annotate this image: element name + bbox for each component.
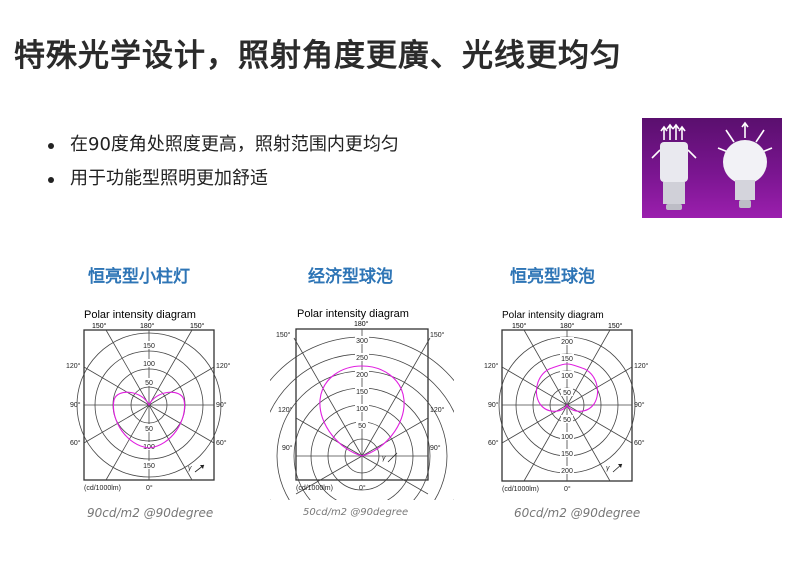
caption: 50cd/m2 @90degree bbox=[303, 507, 409, 518]
ring-label: 250 bbox=[356, 355, 368, 362]
product-photo bbox=[642, 118, 782, 218]
gamma-label: γ bbox=[606, 465, 610, 472]
angle-label: 120° bbox=[484, 362, 499, 370]
angle-label: 0° bbox=[359, 484, 366, 492]
gamma-label: γ bbox=[188, 465, 192, 472]
angle-label: 0° bbox=[564, 485, 571, 493]
angle-label: 150° bbox=[92, 322, 107, 330]
ring-label: 50 bbox=[145, 380, 153, 387]
bulb-globe bbox=[723, 140, 767, 184]
polar-diagram: Polar intensity diagram 150° 180° 150° 2… bbox=[482, 300, 658, 504]
unit-label: (cd/1000lm) bbox=[502, 486, 539, 493]
column-title: 恒亮型球泡 bbox=[510, 267, 595, 287]
column-title: 经济型球泡 bbox=[308, 267, 393, 287]
ring-label: 150 bbox=[356, 389, 368, 396]
ring-label: 300 bbox=[356, 338, 368, 345]
angle-label: 150° bbox=[276, 331, 291, 339]
ring-label: 50 bbox=[145, 426, 153, 433]
column-title: 恒亮型小柱灯 bbox=[88, 267, 190, 287]
angle-label: 150° bbox=[608, 322, 623, 330]
diagram-heading: Polar intensity diagram bbox=[502, 310, 604, 321]
diagram-heading: Polar intensity diagram bbox=[297, 308, 409, 320]
diagram-heading: Polar intensity diagram bbox=[84, 309, 196, 321]
gamma-label: γ bbox=[382, 455, 386, 462]
angle-label: 120° bbox=[66, 362, 81, 370]
bullet-list: 在90度角处照度更高，照射范围内更均匀 用于功能型照明更加舒适 bbox=[48, 128, 399, 196]
ring-label: 150 bbox=[561, 451, 573, 458]
ring-label: 100 bbox=[356, 406, 368, 413]
angle-label: 90° bbox=[282, 444, 293, 452]
intensity-curve bbox=[319, 365, 405, 457]
angle-label: 180° bbox=[560, 322, 575, 330]
polar-diagram: Polar intensity diagram 150° 180° 150° 1… bbox=[62, 300, 238, 504]
ring-label: 150 bbox=[143, 463, 155, 470]
angle-label: 150° bbox=[430, 331, 445, 339]
angle-label: 60° bbox=[70, 439, 81, 447]
caption: 90cd/m2 @90degree bbox=[87, 506, 214, 520]
ring-label: 50 bbox=[563, 390, 571, 397]
ring-label: 100 bbox=[561, 434, 573, 441]
angle-label: 120° bbox=[278, 406, 293, 414]
angle-label: 90° bbox=[70, 401, 81, 409]
bulb-icon bbox=[717, 121, 773, 153]
angle-label: 180° bbox=[140, 322, 155, 330]
angle-label: 120° bbox=[430, 406, 445, 414]
intensity-curve bbox=[112, 391, 186, 449]
ring-label: 200 bbox=[561, 339, 573, 346]
ring-label: 150 bbox=[143, 343, 155, 350]
bulb-icon bbox=[651, 123, 697, 159]
angle-label: 120° bbox=[634, 362, 649, 370]
angle-label: 90° bbox=[216, 401, 227, 409]
caption: 60cd/m2 @90degree bbox=[514, 506, 641, 520]
angle-label: 180° bbox=[354, 320, 369, 328]
ring-label: 150 bbox=[561, 356, 573, 363]
angle-label: 60° bbox=[216, 439, 227, 447]
angle-label: 0° bbox=[146, 484, 153, 492]
angle-label: 150° bbox=[512, 322, 527, 330]
angle-label: 90° bbox=[488, 401, 499, 409]
unit-label: (cd/1000lm) bbox=[296, 485, 333, 492]
angle-label: 60° bbox=[634, 439, 645, 447]
ring-label: 100 bbox=[143, 361, 155, 368]
ring-label: 200 bbox=[561, 468, 573, 475]
ring-label: 50 bbox=[563, 417, 571, 424]
ring-label: 100 bbox=[561, 373, 573, 380]
bullet-item: 在90度角处照度更高，照射范围内更均匀 bbox=[48, 128, 399, 162]
intensity-curve bbox=[535, 363, 599, 412]
angle-label: 150° bbox=[190, 322, 205, 330]
bullet-item: 用于功能型照明更加舒适 bbox=[48, 162, 399, 196]
polar-diagram: Polar intensity diagram 180° 300 250 200… bbox=[242, 300, 482, 576]
angle-label: 90° bbox=[634, 401, 645, 409]
bulb-body bbox=[660, 142, 688, 182]
ring-label: 50 bbox=[358, 423, 366, 430]
ring-label: 200 bbox=[356, 372, 368, 379]
angle-label: 90° bbox=[430, 444, 441, 452]
slide-title: 特殊光学设计，照射角度更廣、光线更均匀 bbox=[14, 38, 622, 74]
unit-label: (cd/1000lm) bbox=[84, 485, 121, 492]
angle-label: 120° bbox=[216, 362, 231, 370]
angle-label: 60° bbox=[488, 439, 499, 447]
